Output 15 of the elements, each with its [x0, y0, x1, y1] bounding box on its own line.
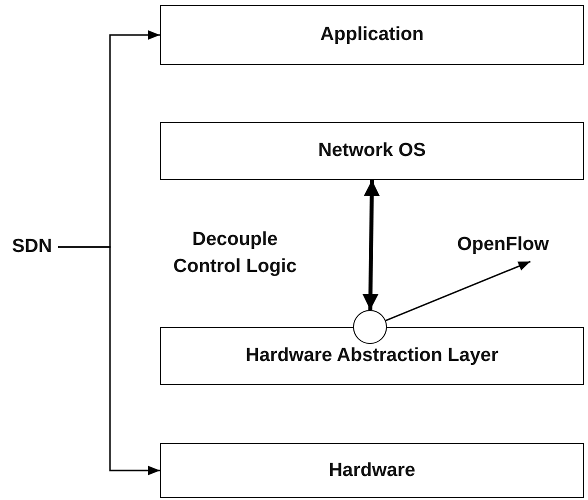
layer-label: Hardware Abstraction Layer: [246, 345, 498, 367]
layer-box: [160, 327, 584, 385]
annotation-text: Decouple Control Logic: [172, 228, 298, 279]
layer-box: [160, 443, 584, 498]
junction-circle: [353, 310, 387, 344]
node-label: SDN: [12, 236, 52, 258]
arrow: [58, 246, 160, 476]
double-arrow: [362, 180, 380, 310]
layer-box: [160, 122, 584, 180]
arrow: [385, 260, 531, 322]
layer-label: Application: [320, 24, 424, 46]
layer-label: Hardware: [328, 460, 416, 482]
layer-box: [160, 5, 584, 65]
node-label: OpenFlow: [457, 234, 549, 256]
layer-label: Network OS: [318, 140, 426, 162]
